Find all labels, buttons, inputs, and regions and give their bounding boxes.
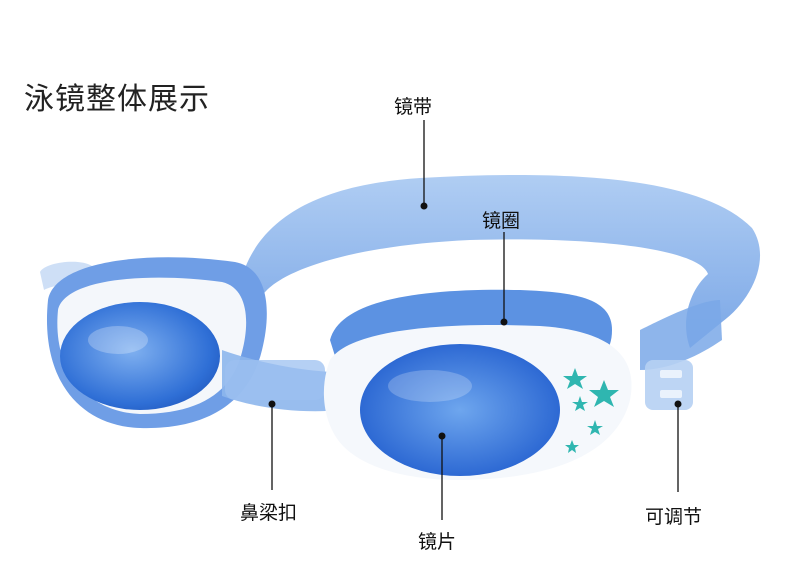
strap-lower [640,300,722,370]
strap [238,174,761,348]
label-adjuster: 可调节 [645,506,703,528]
label-nose-bridge: 鼻梁扣 [240,502,298,524]
label-strap: 镜带 [394,96,433,118]
label-frame: 镜圈 [482,210,521,232]
label-lens: 镜片 [418,531,457,553]
left-lens [60,302,220,410]
right-lens [360,344,560,476]
callout-dots [268,202,682,440]
callout-lines [271,120,679,520]
adjuster-buckle [645,360,693,410]
page-title: 泳镜整体展示 [24,82,210,117]
star-decorations [563,368,619,453]
